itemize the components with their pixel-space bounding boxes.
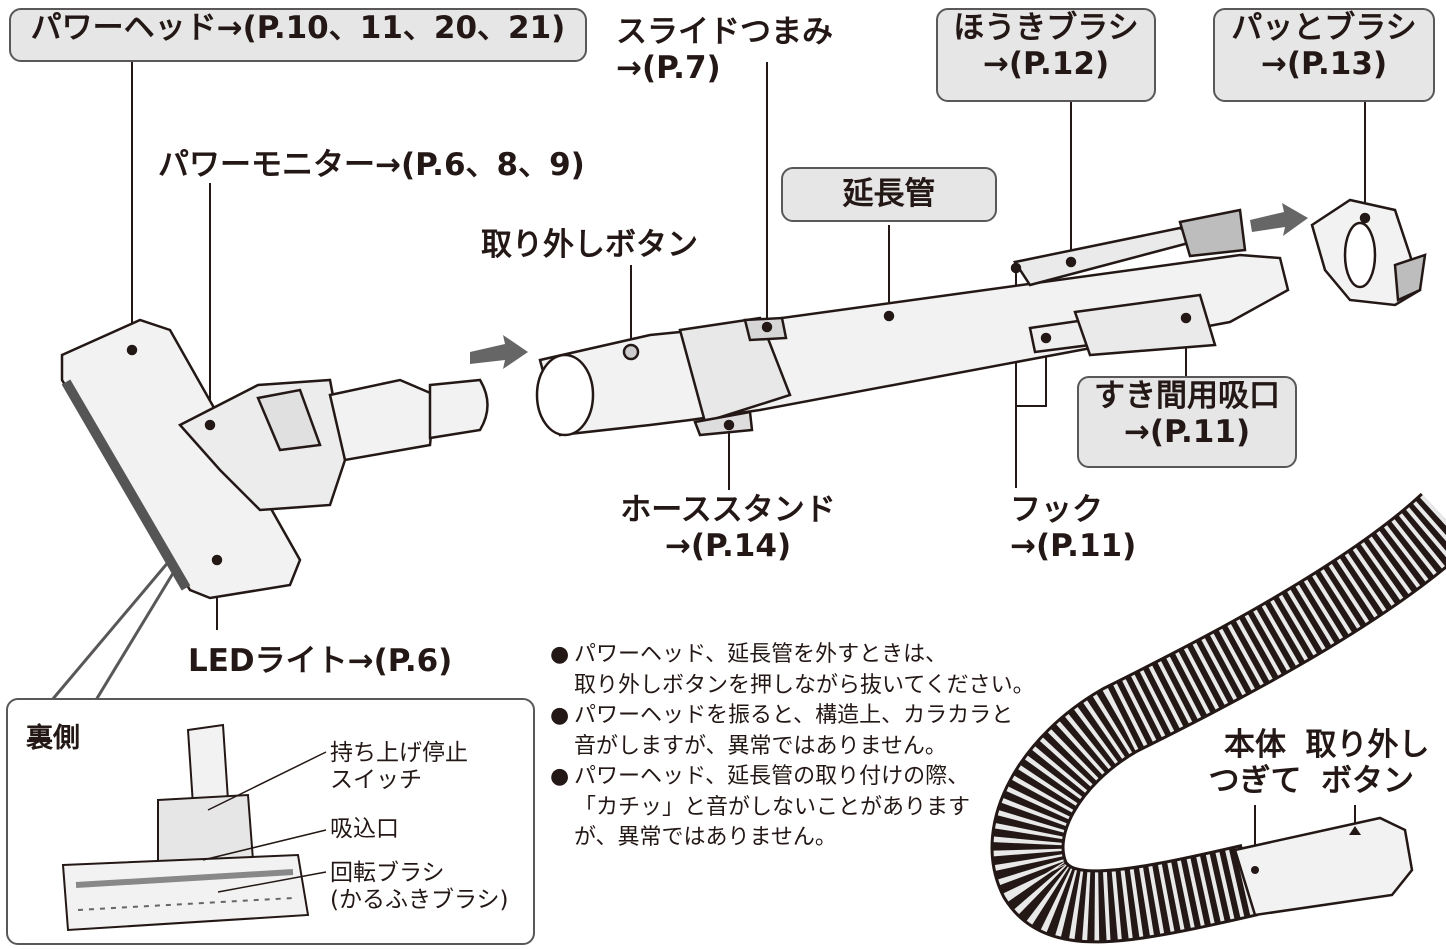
power-head-callout: パワーヘッド→(P.10、11、20、21) — [9, 8, 587, 62]
rotary-brush-label-2: (かるふきブラシ) — [330, 887, 509, 913]
note-1: ● パワーヘッド、延長管を外すときは、 取り外しボタンを押しながら抜いてください… — [550, 640, 1035, 701]
hose-release-button-callout: 取り外し ボタン — [1295, 727, 1440, 799]
note-bullet: ● — [550, 764, 570, 789]
broom-brush-label: ほうきブラシ — [953, 10, 1139, 46]
hose-stand-page: →(P.14) — [664, 528, 792, 564]
crevice-nozzle-label: すき間用吸口 — [1094, 378, 1280, 414]
extension-pipe-illustration — [535, 208, 1290, 437]
lift-stop-switch-callout: 持ち上げ停止 スイッチ — [330, 740, 468, 794]
underside-illustration — [61, 723, 327, 932]
hose-illustration — [990, 492, 1446, 944]
note-3-line-2: 「カチッ」と音がしないことがあります — [574, 794, 971, 820]
note-bullet: ● — [550, 703, 570, 728]
underside-inset: 裏側 持ち上げ停止 スイッチ 吸込口 回転ブラシ (かるふきブラシ) — [6, 698, 535, 945]
rotary-brush-label-1: 回転ブラシ — [330, 860, 445, 886]
note-2-line-1: パワーヘッドを振ると、構造上、カラカラと — [574, 703, 1014, 728]
release-button-label: 取り外しボタン — [481, 227, 698, 263]
body-joint-callout: 本体 つぎて — [1195, 727, 1315, 799]
led-light-label: LEDライト→(P.6) — [188, 643, 453, 679]
hose-release-button-label-2: ボタン — [1321, 763, 1414, 799]
underside-title: 裏側 — [26, 723, 80, 754]
lift-stop-switch-label-1: 持ち上げ停止 — [330, 740, 468, 766]
rotary-brush-callout: 回転ブラシ (かるふきブラシ) — [330, 860, 509, 914]
hose-release-button-label-1: 取り外し — [1305, 727, 1430, 763]
extension-pipe-callout: 延長管 — [781, 167, 997, 222]
patto-brush-callout: パッとブラシ →(P.13) — [1213, 8, 1435, 102]
note-3: ● パワーヘッド、延長管の取り付けの際、 「カチッ」と音がしないことがあります … — [550, 762, 1035, 854]
power-head-illustration — [60, 318, 489, 600]
note-3-line-3: が、異常ではありません。 — [574, 825, 837, 850]
patto-brush-page: →(P.13) — [1260, 46, 1388, 82]
hose-stand-label: ホーススタンド — [620, 492, 836, 528]
body-joint-label-2: つぎて — [1208, 763, 1302, 799]
hook-callout: フック →(P.11) — [1010, 492, 1136, 564]
note-2-line-2: 音がしますが、異常ではありません。 — [574, 733, 947, 759]
broom-brush-page: →(P.12) — [982, 46, 1110, 82]
note-1-line-1: パワーヘッド、延長管を外すときは、 — [574, 642, 948, 667]
slide-knob-callout: スライドつまみ →(P.7) — [616, 14, 833, 86]
attach-arrow-2 — [1250, 203, 1308, 236]
hook-page: →(P.11) — [1010, 528, 1137, 564]
power-monitor-label: パワーモニター→(P.6、8、9) — [158, 147, 585, 183]
note-3-line-1: パワーヘッド、延長管の取り付けの際、 — [574, 764, 970, 789]
slide-knob-page: →(P.7) — [616, 50, 721, 86]
body-joint-label-1: 本体 — [1224, 727, 1286, 763]
patto-brush-label: パッとブラシ — [1231, 10, 1417, 46]
hook-label: フック — [1010, 492, 1103, 528]
intake-label: 吸込口 — [330, 816, 399, 842]
notes: ● パワーヘッド、延長管を外すときは、 取り外しボタンを押しながら抜いてください… — [550, 640, 1035, 854]
slide-knob-label: スライドつまみ — [616, 14, 833, 50]
patto-brush-illustration — [1310, 198, 1427, 307]
crevice-nozzle-page: →(P.11) — [1123, 414, 1251, 450]
note-bullet: ● — [550, 642, 570, 667]
crevice-nozzle-callout: すき間用吸口 →(P.11) — [1077, 376, 1297, 468]
broom-brush-callout: ほうきブラシ →(P.12) — [936, 8, 1156, 102]
hose-stand-callout: ホーススタンド →(P.14) — [608, 492, 848, 564]
extension-pipe-label: 延長管 — [842, 176, 936, 212]
note-2: ● パワーヘッドを振ると、構造上、カラカラと 音がしますが、異常ではありません。 — [550, 701, 1035, 762]
lift-stop-switch-label-2: スイッチ — [330, 767, 422, 793]
power-head-label: パワーヘッド→(P.10、11、20、21) — [30, 10, 566, 46]
attach-arrow-1 — [470, 335, 528, 369]
note-1-line-2: 取り外しボタンを押しながら抜いてください。 — [574, 672, 1035, 698]
